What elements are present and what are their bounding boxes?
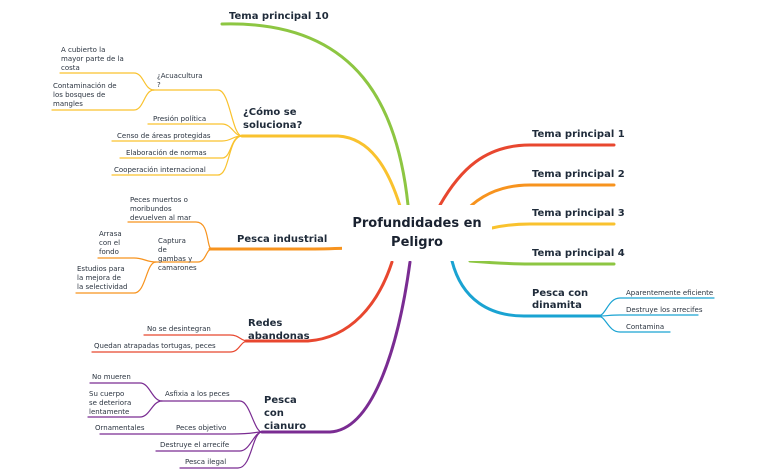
subtopic-destruye-arrecife[interactable]: Destruye el arrecife (160, 441, 230, 449)
subtopic-pesca-ilegal[interactable]: Pesca ilegal (185, 458, 227, 466)
topic-tema-3[interactable]: Tema principal 3 (532, 208, 625, 219)
subtopic-cubierto-costa[interactable]: A cubierto la mayor parte de la costa (61, 46, 124, 72)
topic-tema-4[interactable]: Tema principal 4 (532, 248, 625, 259)
subtopic-contaminacion-mangles[interactable]: Contaminación de los bosques de mangles (53, 82, 117, 108)
subtopic-estudios-selectividad[interactable]: Estudios para la mejora de la selectivid… (77, 265, 128, 291)
subtopic-elaboracion-normas[interactable]: Elaboración de normas (126, 149, 207, 157)
branch-cianuro (260, 260, 412, 434)
subtopic-peces-muertos[interactable]: Peces muertos o moribundos devuelven al … (130, 196, 192, 222)
branch-t10 (220, 22, 410, 207)
subtopic-arrasa-fondo[interactable]: Arrasa con el fondo (99, 230, 122, 256)
subtopic-peces-objetivo[interactable]: Peces objetivo (176, 424, 227, 432)
branch-soluciona (240, 134, 402, 208)
subtopic-ornamentales[interactable]: Ornamentales (95, 424, 145, 432)
subtopic-contamina[interactable]: Contamina (626, 323, 665, 331)
topic-tema-10[interactable]: Tema principal 10 (229, 11, 329, 22)
subtopic-cooperacion[interactable]: Cooperación internacional (114, 166, 206, 174)
subtopic-captura-gambas[interactable]: Captura de gambas y camarones (158, 237, 197, 272)
subtopic-acuacultura[interactable]: ¿Acuacultura ? (157, 72, 203, 89)
subtopic-censo-areas[interactable]: Censo de áreas protegidas (117, 132, 211, 140)
subtopic-destruye-arrecifes[interactable]: Destruye los arrecifes (626, 306, 703, 314)
branch-t1 (438, 143, 616, 207)
topic-redes-abandonas[interactable]: Redes abandonas (248, 318, 310, 342)
topic-como-se-soluciona[interactable]: ¿Cómo se soluciona? (243, 107, 303, 131)
subtopic-quedan-atrapadas[interactable]: Quedan atrapadas tortugas, peces (94, 342, 216, 350)
topic-tema-2[interactable]: Tema principal 2 (532, 169, 625, 180)
subtopic-presion-politica[interactable]: Presión política (153, 115, 207, 123)
topic-pesca-dinamita[interactable]: Pesca con dinamita (532, 288, 589, 311)
branch-t4 (468, 259, 616, 266)
central-topic[interactable]: Profundidades en Peligro (342, 205, 492, 261)
topic-pesca-cianuro[interactable]: Pesca con cianuro (264, 395, 307, 432)
branch-redes (244, 260, 394, 343)
topic-pesca-industrial[interactable]: Pesca industrial (237, 234, 328, 245)
topic-tema-1[interactable]: Tema principal 1 (532, 129, 625, 140)
subtopic-cuerpo-deteriora[interactable]: Su cuerpo se deteriora lentamente (89, 390, 132, 416)
subtopic-aparentemente-eficiente[interactable]: Aparentemente eficiente (626, 289, 714, 297)
subtopic-no-desintegran[interactable]: No se desintegran (147, 325, 211, 333)
branch-dinamita (450, 259, 602, 318)
subtopic-no-mueren[interactable]: No mueren (92, 373, 131, 381)
branch-t3 (490, 222, 616, 230)
subtopic-asfixia[interactable]: Asfixia a los peces (165, 390, 230, 398)
